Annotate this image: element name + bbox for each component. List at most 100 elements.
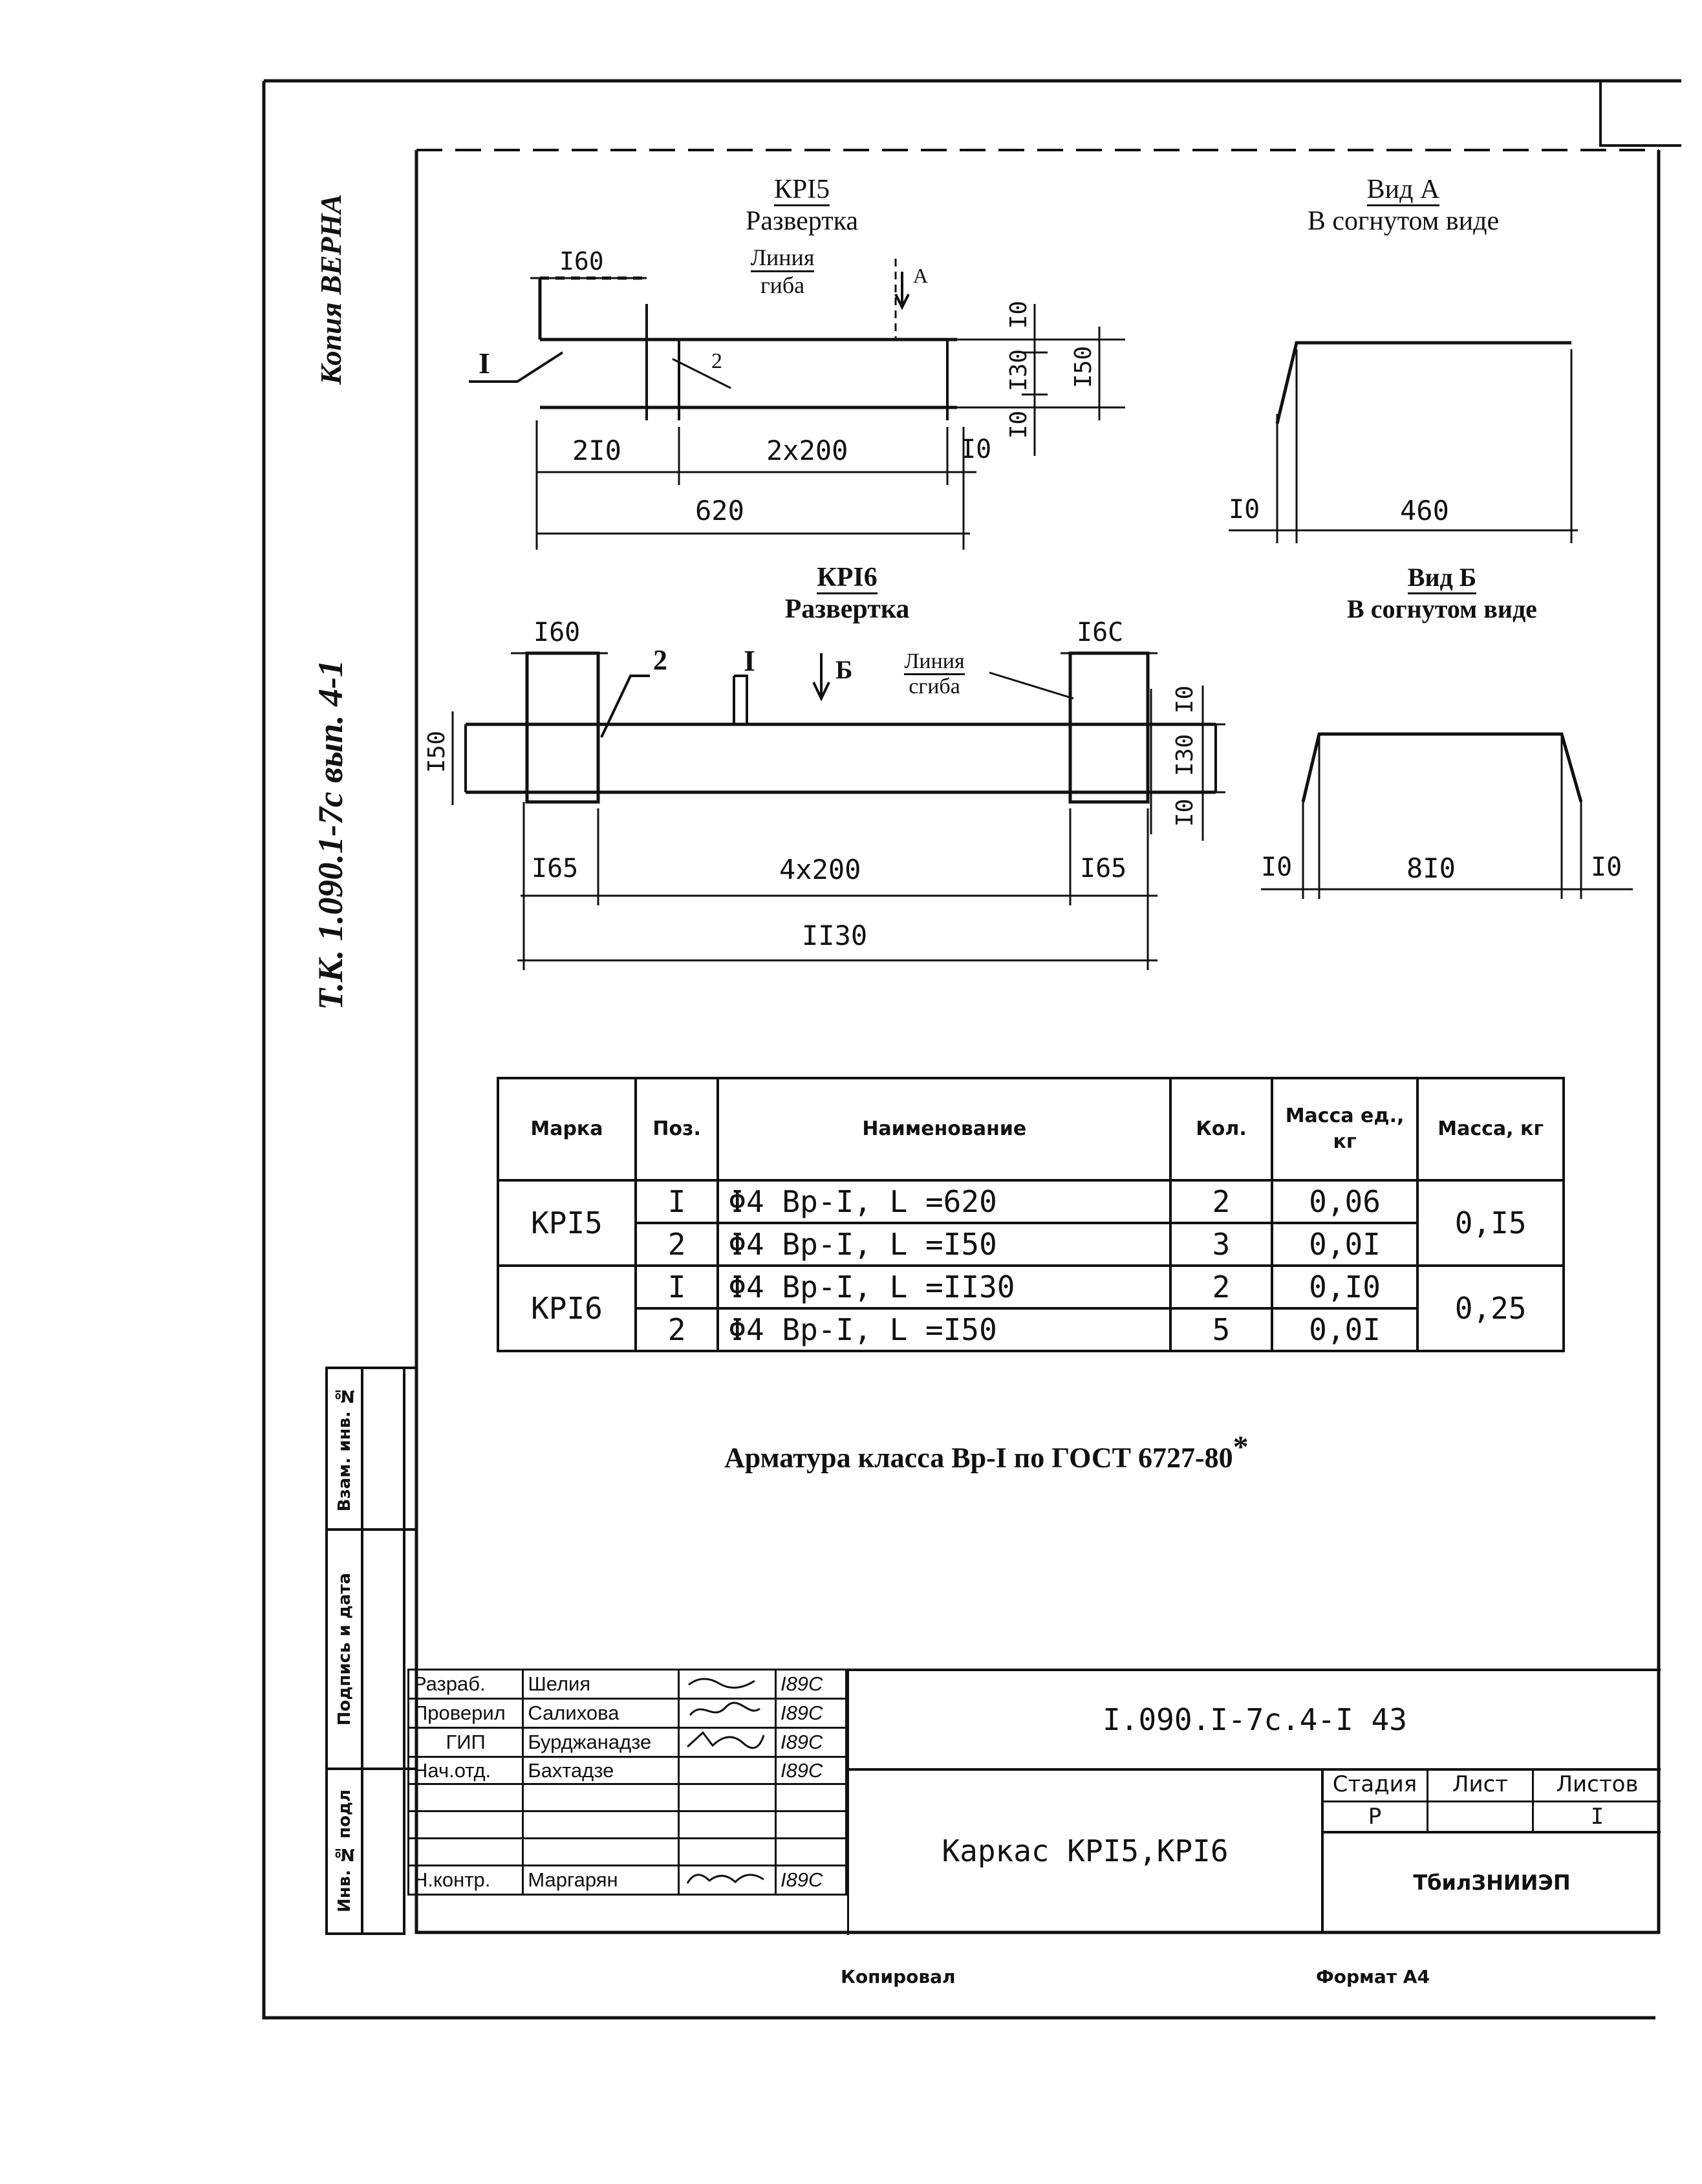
kr15-callout-2: 2 (711, 349, 722, 373)
view-a-subtitle: В согнутом виде (1307, 206, 1500, 236)
kr16-dim-v10-top-rot: I0 (1172, 686, 1198, 724)
spec-cell-total: 0,25 (1416, 1264, 1565, 1352)
spec-table: Марка Поз. Наименование Кол. Масса ед., … (497, 1077, 1565, 1352)
tb-name: Маргарян (522, 1865, 680, 1896)
margin-doc-ref: Т.К. 1.090.1-7с вып. 4-1 (311, 660, 350, 1010)
kr16-callout-1: I (744, 644, 755, 677)
tb-role (407, 1810, 524, 1839)
kr16-drawing (451, 651, 1225, 970)
kr15-drawing (469, 259, 1125, 550)
spec-cell-pos: 2 (634, 1307, 720, 1352)
reinforcement-note: Арматура класса Вр-I по ГОСТ 6727-80* (724, 1429, 1249, 1475)
spec-cell-name: Φ4 Вр-I, L =620 (716, 1179, 1172, 1224)
spec-cell-total: 0,I5 (1416, 1179, 1565, 1267)
view-a-title: Вид А (1366, 175, 1440, 206)
spec-cell-unit: 0,0I (1270, 1307, 1419, 1352)
kr16-dim-150: I50 (424, 731, 450, 773)
table-row (407, 1837, 848, 1866)
kr15-dim-v10-bot: I0 (1006, 411, 1032, 439)
side-col-sign-date-label: Подпись и дата (335, 1572, 354, 1726)
kr16-header: КРI6 Развертка (744, 563, 951, 624)
tb-name: Бахтадзе (522, 1756, 680, 1785)
signature-mark (689, 1702, 761, 1716)
kr15-mark: КРI5 (773, 175, 830, 206)
sheet-label: Лист (1428, 1768, 1534, 1802)
tb-role: Н.контр. (407, 1865, 524, 1896)
kr16-dim-v10-bot-rot: I0 (1172, 799, 1198, 838)
spec-header-pos: Поз. (634, 1077, 720, 1182)
kr15-dim-v130-rot: I30 (1006, 349, 1032, 401)
margin-stamp-rotated: Копия ВЕРНА (314, 194, 352, 582)
tb-role: ГИП (407, 1727, 524, 1758)
sheet-value (1428, 1802, 1534, 1833)
spec-cell-unit: 0,0I (1270, 1222, 1419, 1267)
tb-signature (678, 1756, 777, 1785)
side-col-replace-inv-label: Взам. инв. № (335, 1385, 354, 1512)
kr16-dim-165-right: I65 (1080, 854, 1127, 883)
tb-signature (678, 1783, 777, 1812)
tb-role (407, 1783, 524, 1812)
kr15-subtitle: Развертка (745, 206, 859, 236)
spec-cell-name: Φ4 Вр-I, L =I50 (716, 1307, 1172, 1352)
view-b-subtitle: В согнутом виде (1347, 594, 1537, 623)
spec-table-header: Марка Поз. Наименование Кол. Масса ед., … (497, 1077, 1565, 1182)
view-a-dim-460: 460 (1400, 495, 1449, 526)
kr16-dim-v130-rot: I30 (1172, 734, 1198, 786)
tb-date (774, 1837, 848, 1866)
tb-name: Бурджанадзе (522, 1727, 680, 1758)
table-row: 2 Φ4 Вр-I, L =I50 5 0,0I (498, 1307, 1564, 1352)
kr16-dim-150-rot: I50 (424, 731, 450, 783)
stage-grid: Стадия Лист Листов Р I (1323, 1768, 1661, 1833)
kr16-callout-2: 2 (653, 644, 667, 676)
tb-name (522, 1837, 680, 1866)
tb-date: I89С (774, 1698, 848, 1729)
tb-signature (678, 1865, 777, 1896)
tb-role: Проверил (407, 1698, 524, 1729)
kr15-bend-line-label-1: Линия (750, 244, 815, 272)
kr16-view-arrow-label: Б (835, 655, 853, 684)
kr15-dim-620: 620 (695, 495, 744, 526)
kr15-header: КРI5 Развертка (705, 175, 899, 236)
margin-stamp: Копия ВЕРНА (314, 194, 347, 385)
view-a-dim-10: I0 (1229, 495, 1260, 524)
signature-mark (687, 1731, 765, 1749)
tb-name: Шелия (522, 1669, 680, 1700)
side-col-replace-inv: Взам. инв. № (330, 1371, 360, 1526)
kr16-dim-165-left: I65 (532, 854, 579, 883)
tb-signature (678, 1727, 777, 1758)
tb-name (522, 1810, 680, 1839)
reinforcement-note-text: Арматура класса Вр-I по ГОСТ 6727-80 (724, 1442, 1233, 1474)
view-a-header: Вид А В согнутом виде (1235, 175, 1571, 236)
kr16-dim-1130: II30 (802, 920, 868, 951)
kr16-dim-v10-top: I0 (1172, 686, 1198, 714)
spec-cell-unit: 0,06 (1270, 1179, 1419, 1224)
table-row: 2 Φ4 Вр-I, L =I50 3 0,0I (498, 1222, 1564, 1267)
kr16-dim-160-right: I6С (1077, 618, 1124, 647)
kr16-bend-line-label-1: Линия (904, 650, 965, 675)
spec-cell-unit: 0,I0 (1270, 1264, 1419, 1310)
view-b-dim-10-left: I0 (1261, 852, 1293, 882)
side-col-inv-no: Инв. № подл (330, 1772, 360, 1930)
tb-name (522, 1783, 680, 1812)
title-block-main: I.090.I-7с.4-I 43 Каркас КРI5,КРI6 Стади… (847, 1669, 1661, 1935)
kr15-bend-line-label: Линия гиба (711, 244, 854, 298)
tb-signature (678, 1837, 777, 1866)
kr16-bend-line-label: Линия сгиба (863, 650, 1006, 698)
table-row (407, 1810, 848, 1839)
table-row: Проверил Салихова I89С (407, 1698, 848, 1729)
side-col-inv-no-label: Инв. № подл (335, 1789, 354, 1913)
kr15-dim-210: 2I0 (572, 435, 621, 466)
drawing-title: Каркас КРI5,КРI6 (849, 1768, 1324, 1933)
footer-copied: Копировал (841, 1966, 956, 1987)
spec-cell-mark: КРI5 (497, 1179, 637, 1267)
view-a-drawing (1229, 341, 1578, 543)
table-row: Нач.отд. Бахтадзе I89С (407, 1756, 848, 1785)
tb-role (407, 1837, 524, 1866)
kr16-bend-line-label-2: сгиба (909, 675, 960, 698)
spec-cell-qty: 2 (1169, 1264, 1273, 1310)
table-row: Н.контр. Маргарян I89С (407, 1865, 848, 1896)
tb-signature (678, 1669, 777, 1700)
kr15-dim-2x200: 2x200 (766, 435, 848, 466)
sheets-value: I (1534, 1802, 1661, 1833)
